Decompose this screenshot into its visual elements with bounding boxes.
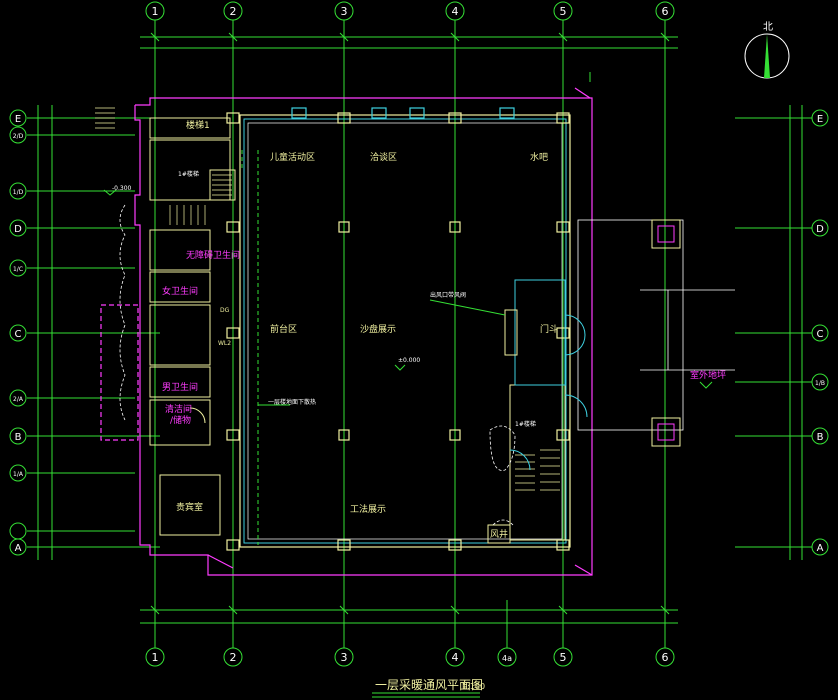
- annotations: ±0.000 -0.300 出风口带风阀 一层楼地面下散热 DG WL2: [112, 185, 466, 406]
- grid-label: 1: [152, 651, 159, 664]
- room-label: 贵宾室: [176, 501, 203, 513]
- grid-labels-right: E D C 1/B B A: [815, 114, 825, 554]
- grid-label: 1/D: [13, 189, 24, 196]
- grid-label: 3: [341, 651, 348, 664]
- grid-label: 4: [452, 5, 459, 18]
- grid-label: C: [15, 329, 22, 340]
- level-markers: [103, 189, 713, 389]
- grid-label: 1/A: [13, 471, 24, 478]
- grid-labels-left: E 2/D 1/D D 1/C C 2/A B 1/A A: [13, 114, 24, 554]
- grid-label: 6: [662, 5, 669, 18]
- grid-label: 1: [152, 5, 159, 18]
- grid-labels-top: 1 2 3 4 5 6: [152, 5, 669, 18]
- grid-label: 2/D: [13, 133, 24, 140]
- drawing-title-text: 一层采暖通风平面图: [375, 678, 483, 692]
- grid-label: D: [14, 224, 22, 235]
- room-label: 清洁间: [165, 403, 192, 415]
- grid-label: 4: [452, 651, 459, 664]
- room-label: 儿童活动区: [270, 151, 315, 163]
- room-label: 水吧: [530, 151, 548, 163]
- grid-label: B: [15, 432, 22, 443]
- grid-bubbles-bottom: [145, 647, 675, 667]
- grid-axes: [27, 20, 812, 648]
- grid-label: E: [817, 114, 823, 125]
- grid-label: D: [816, 224, 824, 235]
- grid-labels-bottom: 1 2 3 4 4a 5 6: [152, 651, 669, 664]
- stair-treads: [95, 107, 560, 491]
- grid-label: 1/B: [815, 380, 825, 387]
- dimension-ticks: [150, 32, 670, 615]
- grid-label: 2: [230, 5, 237, 18]
- grid-bubbles-right: [811, 109, 829, 556]
- room-label: 楼梯1: [186, 119, 210, 131]
- hvac-ducts: [241, 150, 506, 545]
- grid-label: 3: [341, 5, 348, 18]
- grid-bubbles-top: [145, 1, 675, 21]
- room-label: 洽谈区: [370, 151, 397, 163]
- service-rooms: [149, 117, 735, 544]
- grid-label: A: [817, 543, 824, 554]
- room-label: 沙盘展示: [360, 323, 396, 335]
- room-label: 室外地坪: [690, 369, 726, 381]
- landscape-hedges: [119, 204, 516, 526]
- wall-tag: DG: [220, 307, 230, 314]
- drawing-title: 一层采暖通风平面图 1:100: [372, 678, 485, 698]
- door-swings: [189, 314, 588, 471]
- room-labels: 儿童活动区 洽谈区 水吧 前台区 沙盘展示 门斗 工法展示 楼梯1 无障碍卫生间…: [162, 119, 726, 540]
- grid-label: E: [15, 114, 21, 125]
- grid-label: B: [817, 432, 824, 443]
- room-label: 门斗: [540, 323, 558, 335]
- main-hall-walls: [239, 114, 571, 548]
- structural-columns: [226, 107, 570, 551]
- grid-label: 2: [230, 651, 237, 664]
- room-label: 风井: [490, 528, 508, 540]
- room-label: 无障碍卫生间: [186, 249, 240, 261]
- building-outline: [100, 87, 593, 576]
- dimension-lines: [37, 36, 803, 624]
- north-label: 北: [763, 21, 773, 33]
- room-label: 1#楼梯: [178, 170, 199, 178]
- grid-label: 5: [560, 651, 567, 664]
- level-annotation: -0.300: [112, 185, 132, 192]
- room-label: 1#楼梯: [515, 420, 536, 428]
- drawing-title-scale: 1:100: [462, 682, 485, 691]
- grid-label: 2/A: [13, 396, 24, 403]
- duct-annotation: 出风口带风阀: [430, 291, 466, 299]
- wall-tag: WL2: [218, 340, 231, 347]
- north-arrow: 北: [744, 21, 790, 79]
- room-label: 工法展示: [350, 503, 386, 515]
- grid-label: 6: [662, 651, 669, 664]
- hvac-annotation: 一层楼地面下散热: [268, 398, 316, 406]
- grid-label: 5: [560, 5, 567, 18]
- grid-bubbles-left: [9, 109, 27, 556]
- room-label: 男卫生间: [162, 381, 198, 393]
- room-label: 前台区: [270, 323, 297, 335]
- grid-label: C: [817, 329, 824, 340]
- room-label: 女卫生间: [162, 285, 198, 297]
- grid-label: A: [15, 543, 22, 554]
- grid-label: 4a: [502, 654, 512, 663]
- grid-label: 1/C: [13, 266, 23, 273]
- room-label: /储物: [170, 414, 191, 426]
- level-annotation: ±0.000: [398, 357, 420, 364]
